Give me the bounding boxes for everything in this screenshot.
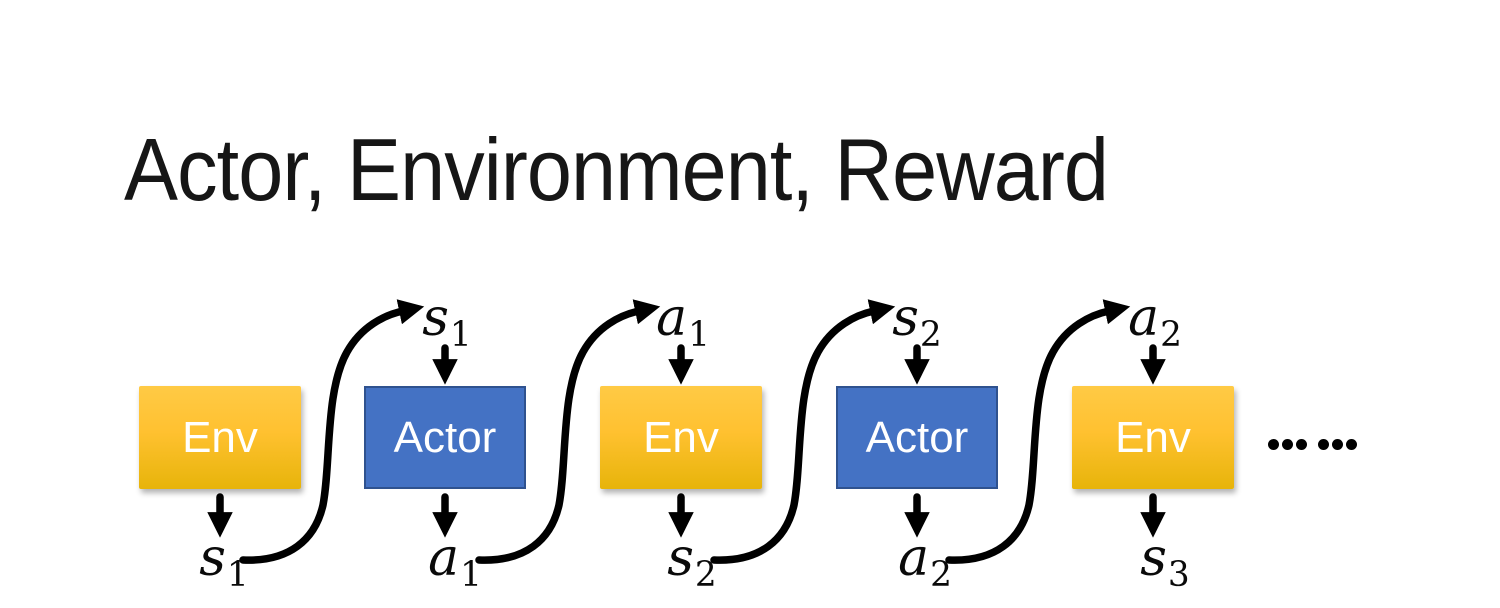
ellipsis-dot: [1332, 438, 1343, 450]
top-label-s1: s1: [422, 292, 472, 352]
top-label-s2-sub: 2: [919, 314, 942, 355]
bottom-label-s1-sub: 1: [226, 554, 249, 595]
bottom-label-a1: a1: [428, 532, 482, 592]
bottom-label-s2-base: s: [667, 528, 694, 588]
actor-box-1: Actor: [364, 386, 526, 489]
top-label-s2: s2: [892, 292, 942, 352]
top-label-a1: a1: [656, 292, 710, 352]
bottom-label-s2: s2: [667, 532, 717, 592]
bottom-label-a2-sub: 2: [930, 554, 952, 595]
ellipsis-dot: [1318, 438, 1329, 450]
top-label-s1-sub: 1: [449, 314, 472, 355]
top-label-a2-sub: 2: [1160, 314, 1182, 355]
slide-title: Actor, Environment, Reward: [124, 120, 1109, 219]
bottom-label-s3: s3: [1140, 532, 1190, 592]
bottom-label-s1-base: s: [199, 528, 226, 588]
top-label-a1-sub: 1: [688, 314, 710, 355]
top-label-a2-base: a: [1128, 288, 1160, 348]
bottom-label-a2: a2: [898, 532, 952, 592]
bottom-label-s1: s1: [199, 532, 249, 592]
bottom-label-s3-sub: 3: [1167, 554, 1190, 595]
bottom-label-a2-base: a: [898, 528, 930, 588]
env-box-3-label: Env: [1115, 412, 1191, 462]
env-box-2: Env: [600, 386, 762, 489]
ellipsis-dot: [1268, 438, 1279, 450]
ellipsis-dot: [1282, 438, 1293, 450]
bottom-label-a1-sub: 1: [460, 554, 482, 595]
env-box-2-label: Env: [643, 412, 719, 462]
env-box-1: Env: [139, 386, 301, 489]
top-label-a1-base: a: [656, 288, 688, 348]
bottom-label-s2-sub: 2: [694, 554, 717, 595]
ellipsis-dot: [1346, 438, 1357, 450]
top-label-a2: a2: [1128, 292, 1182, 352]
bottom-label-s3-base: s: [1140, 528, 1167, 588]
top-label-s1-base: s: [422, 288, 449, 348]
actor-box-2-label: Actor: [865, 412, 969, 462]
actor-box-2: Actor: [836, 386, 998, 489]
actor-box-1-label: Actor: [393, 412, 497, 462]
ellipsis-dots: [1268, 438, 1357, 450]
env-box-1-label: Env: [182, 412, 258, 462]
ellipsis-dot: [1296, 438, 1307, 450]
env-box-3: Env: [1072, 386, 1234, 489]
bottom-label-a1-base: a: [428, 528, 460, 588]
top-label-s2-base: s: [892, 288, 919, 348]
